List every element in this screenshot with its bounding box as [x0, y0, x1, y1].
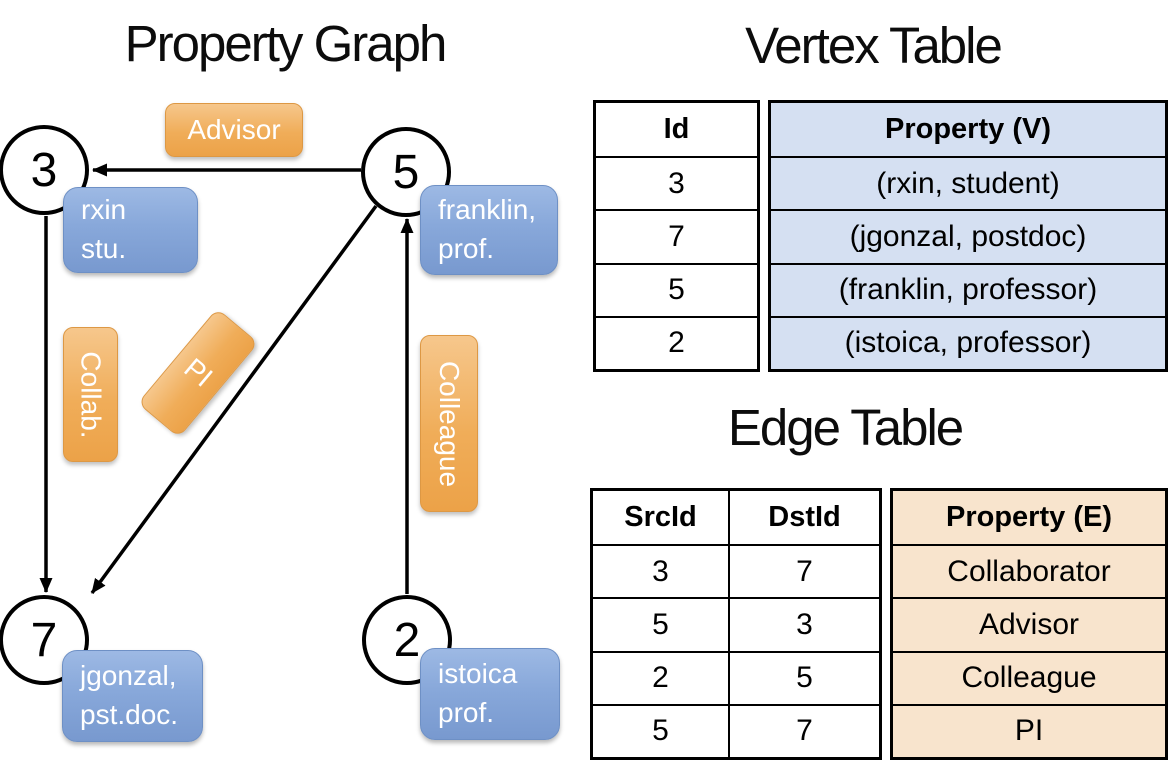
vertex-table-header-property: Property (V) [885, 113, 1051, 146]
vertex-node-7-id: 7 [30, 613, 58, 667]
edge-table-id-columns: SrcId DstId 3 7 5 3 2 5 5 7 [590, 488, 882, 760]
edge-table-title: Edge Table [727, 399, 964, 456]
edge-table: SrcId DstId 3 7 5 3 2 5 5 7 Property (E)… [590, 488, 1168, 760]
vertex-property-box-jgonzal: jgonzal, pst.doc. [62, 650, 203, 742]
edge-label-colleague-text: Colleague [434, 360, 466, 487]
edge-table-dstid-cell: 5 [728, 650, 879, 704]
vertex-property-line: jgonzal, [80, 660, 177, 692]
edge-label-pi-text: PI [178, 352, 219, 393]
edge-table-srcid-cell: 2 [593, 650, 728, 704]
vertex-table-header-id: Id [663, 113, 690, 146]
vertex-table-id-cell: 2 [596, 315, 757, 369]
edge-table-srcid-cell: 5 [593, 597, 728, 650]
vertex-property-line: prof. [438, 233, 495, 264]
edge-table-srcid-cell: 5 [593, 703, 728, 757]
edge-label-advisor: Advisor [165, 103, 303, 157]
vertex-property-line: franklin, [438, 194, 537, 226]
property-graph-title: Property Graph [124, 15, 448, 72]
vertex-property-line: istoica [438, 658, 518, 690]
edge-table-dstid-cell: 7 [728, 544, 879, 598]
edge-table-header-dstid: DstId [728, 491, 879, 545]
vertex-table-id-column: Id 3 7 5 2 [593, 100, 760, 372]
edge-table-srcid-cell: 3 [593, 544, 728, 597]
edge-table-dstid-cell: 7 [728, 703, 879, 757]
edge-table-property-cell: Advisor [893, 597, 1165, 650]
vertex-node-3: 3 [0, 125, 89, 215]
vertex-table-property-cell: (jgonzal, postdoc) [771, 209, 1165, 262]
vertex-table-id-cell: 7 [596, 209, 757, 262]
vertex-table-id-cell: 3 [596, 156, 757, 209]
vertex-property-box-rxin: rxin stu. [63, 187, 198, 273]
vertex-table-property-cell: (franklin, professor) [771, 262, 1165, 316]
vertex-table-property-cell: (istoica, professor) [771, 315, 1165, 369]
edge-arrow-5-to-7 [90, 204, 378, 595]
edge-table-dstid-cell: 3 [728, 597, 879, 651]
vertex-node-3-id: 3 [30, 143, 58, 197]
vertex-property-line: rxin [81, 194, 127, 226]
vertex-property-line: prof. [438, 697, 495, 728]
edge-table-property-cell: PI [893, 703, 1165, 757]
vertex-property-box-istoica: istoica prof. [420, 648, 560, 740]
vertex-property-line: pst.doc. [80, 699, 179, 730]
edge-table-header-srcid: SrcId [624, 501, 697, 534]
vertex-table-property-cell: (rxin, student) [771, 156, 1165, 209]
edge-table-property-column: Property (E) Collaborator Advisor Collea… [890, 488, 1168, 760]
vertex-table-title: Vertex Table [745, 17, 1003, 74]
edge-table-property-cell: Collaborator [893, 544, 1165, 597]
vertex-table-id-cell: 5 [596, 262, 757, 316]
vertex-table-property-column: Property (V) (rxin, student) (jgonzal, p… [768, 100, 1168, 372]
edge-table-property-cell: Colleague [893, 650, 1165, 704]
edge-table-header-property: Property (E) [946, 501, 1112, 534]
vertex-property-line: stu. [81, 233, 127, 264]
edge-label-collab: Collab. [63, 327, 118, 462]
vertex-node-2-id: 2 [393, 613, 421, 667]
vertex-table-column-gap [760, 100, 768, 372]
edge-label-colleague: Colleague [420, 335, 478, 512]
edge-table-column-gap [882, 488, 890, 760]
vertex-property-box-franklin: franklin, prof. [420, 185, 558, 275]
edge-label-collab-text: Collab. [75, 350, 107, 439]
vertex-table: Id 3 7 5 2 Property (V) (rxin, student) … [593, 100, 1168, 372]
vertex-node-5-id: 5 [392, 145, 420, 199]
edge-label-advisor-text: Advisor [187, 114, 281, 145]
